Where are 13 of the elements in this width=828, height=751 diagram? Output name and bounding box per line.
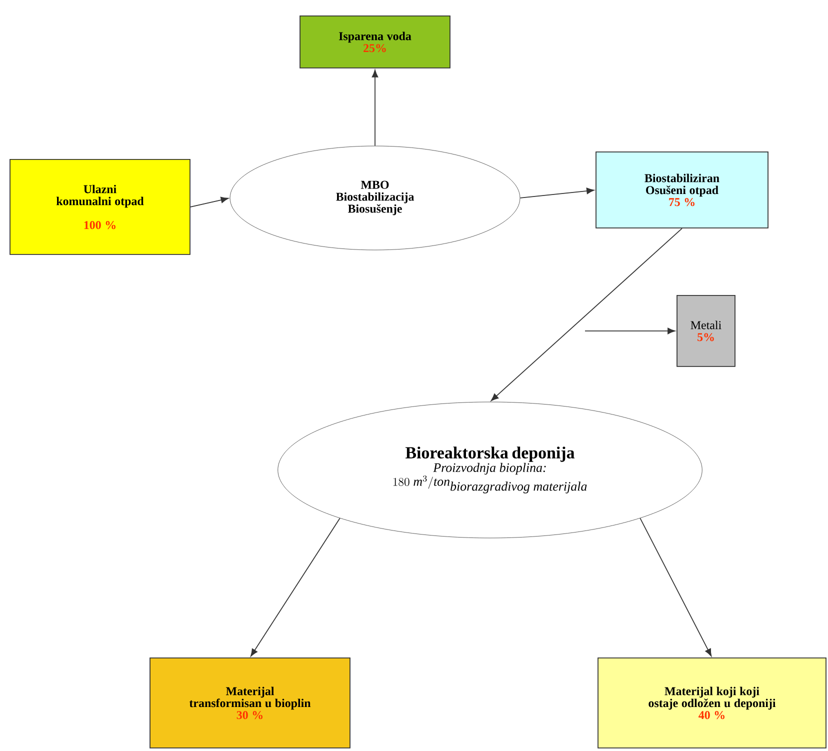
arrow	[520, 188, 594, 198]
arrow	[372, 70, 378, 146]
arrow	[640, 518, 712, 656]
arrow	[490, 228, 682, 402]
process-box: Materijal transformisan u bioplin 30 %	[150, 658, 350, 748]
process-box: Metali 5%	[676, 295, 736, 367]
process-box: Materijal koji koji ostaje odložen u deponiji 40 %	[598, 658, 826, 748]
process-box: Biostabiliziran Osušeni otpad 75 %	[596, 152, 768, 228]
process-box: Ulazni komunalni otpad 100 %	[10, 159, 190, 255]
arrow	[190, 196, 229, 208]
process-box: Isparena voda 25%	[300, 16, 450, 68]
arrow	[250, 518, 340, 656]
arrow	[584, 328, 676, 334]
